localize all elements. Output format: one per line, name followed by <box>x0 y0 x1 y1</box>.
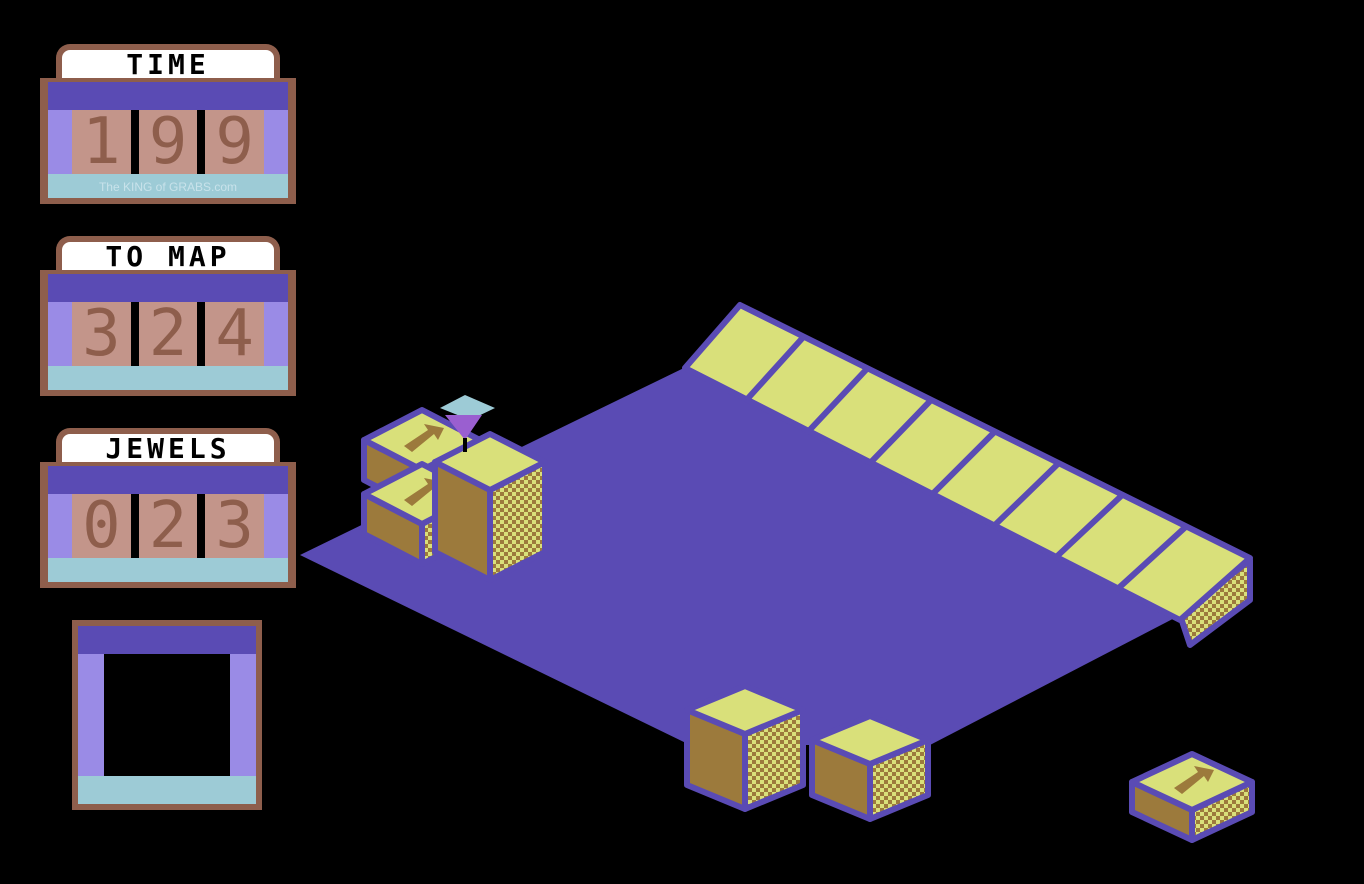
jewels-digit: 2 <box>138 494 198 558</box>
player-gem-top <box>440 395 495 420</box>
jewels-label: JEWELS <box>56 428 280 464</box>
pillar-top <box>432 431 548 493</box>
tile-divider <box>1116 524 1189 591</box>
to-map-digit: 4 <box>205 302 265 366</box>
jewels-digit: 0 <box>72 494 131 558</box>
to-map-digit: 3 <box>72 302 131 366</box>
tile-divider <box>744 334 806 402</box>
player-gem <box>445 415 482 440</box>
tile-divider <box>806 366 870 434</box>
arrow-icon <box>1174 766 1214 794</box>
watermark: The KING of GRABS.com <box>98 180 238 194</box>
time-digit: 1 <box>72 110 131 174</box>
tile-divider <box>868 397 934 465</box>
time-digit: 9 <box>138 110 198 174</box>
block-bottom-right-top <box>809 713 931 767</box>
arrow-icon <box>404 424 444 452</box>
jewels-digit: 3 <box>205 494 265 558</box>
to-map-label: TO MAP <box>56 236 280 272</box>
tile-divider <box>1054 492 1125 560</box>
tile-divider <box>930 429 998 497</box>
time-label: TIME <box>56 44 280 80</box>
item-slot <box>72 620 262 810</box>
to-map-digit: 2 <box>138 302 198 366</box>
tile-divider <box>992 460 1061 528</box>
time-digit: 9 <box>205 110 265 174</box>
block-bottom-left-top <box>684 683 806 737</box>
